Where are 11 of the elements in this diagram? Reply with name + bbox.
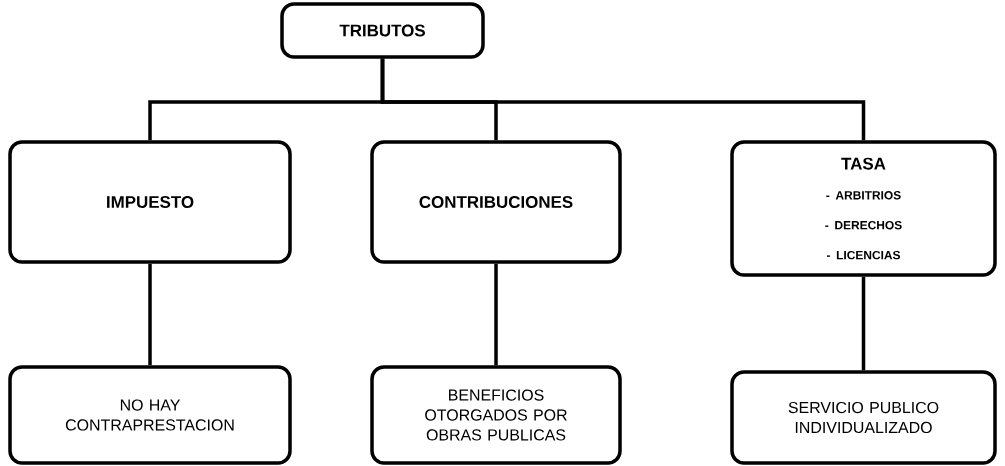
process-box: CONTRIBUCIONES (370, 140, 622, 264)
connector-line (148, 263, 152, 366)
process-box: NO HAY CONTRAPRESTACION (8, 365, 292, 465)
connector-line (380, 58, 866, 141)
process-box: BENEFICIOS OTORGADOS POR OBRAS PUBLICAS (370, 365, 622, 465)
process-box: TRIBUTOS (280, 2, 485, 59)
connector-line (861, 276, 866, 371)
process-box: SERVICIO PUBLICO INDIVIDUALIZADO (730, 370, 997, 465)
process-box: IMPUESTO (8, 140, 292, 264)
process-box: TASA - ARBITRIOS - DERECHOS - LICENCIAS (730, 140, 997, 277)
connector-line (494, 263, 498, 366)
